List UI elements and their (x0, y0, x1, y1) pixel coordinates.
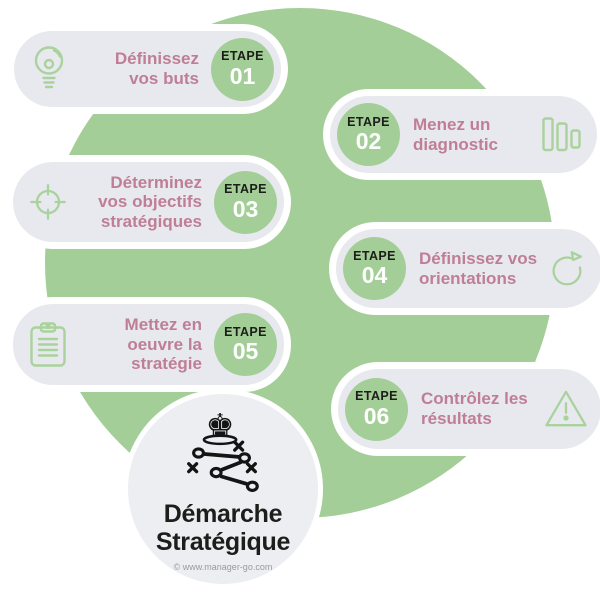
etape-number: 03 (232, 195, 259, 222)
target-icon (25, 181, 71, 223)
step-title: Déterminez vos objectifs stratégiques (98, 172, 202, 231)
step-card-01: Définissez vos buts ETAPE 01 (14, 31, 281, 107)
etape-number: 01 (229, 62, 256, 89)
step-title: Définissez vos orientations (419, 248, 538, 288)
etape-label: ETAPE (224, 324, 267, 339)
step-badge: ETAPE 03 (214, 170, 277, 234)
step-card-04: ETAPE 04 Définissez vos orientations (336, 229, 600, 308)
svg-text:♚: ♚ (206, 407, 235, 444)
step-badge: ETAPE 02 (337, 103, 400, 166)
etape-number: 05 (232, 338, 259, 365)
center-medallion: ♚ Démarche Stratégique © www.manager-go.… (128, 394, 318, 584)
bar-chart-icon (539, 116, 585, 153)
step-card-05: Mettez en oeuvre la stratégie ETAPE 05 (13, 304, 284, 385)
etape-number: 04 (361, 262, 388, 289)
chess-strategy-icon: ♚ (187, 407, 259, 492)
etape-label: ETAPE (355, 389, 398, 404)
step-badge: ETAPE 01 (211, 37, 274, 101)
etape-number: 02 (355, 128, 382, 155)
etape-number: 06 (363, 402, 390, 429)
etape-label: ETAPE (221, 49, 264, 64)
center-title: Démarche Stratégique (155, 500, 291, 556)
step-badge: ETAPE 04 (343, 237, 406, 300)
etape-label: ETAPE (353, 248, 396, 263)
warning-triangle-icon (543, 389, 589, 429)
copyright: © www.manager-go.com (173, 562, 273, 572)
etape-label: ETAPE (347, 114, 390, 129)
step-badge: ETAPE 06 (345, 377, 408, 441)
step-card-06: ETAPE 06 Contrôlez les résultats (338, 369, 600, 449)
step-title: Contrôlez les résultats (421, 389, 528, 428)
step-title: Menez un diagnostic (413, 114, 499, 154)
circular-arrow-icon (544, 248, 590, 290)
step-title: Définissez vos buts (114, 49, 199, 88)
step-card-02: ETAPE 02 Menez un diagnostic (330, 96, 597, 173)
step-card-03: Déterminez vos objectifs stratégiques ET… (13, 162, 284, 242)
lightbulb-icon (26, 44, 72, 94)
step-badge: ETAPE 05 (214, 313, 277, 376)
step-title: Mettez en oeuvre la stratégie (124, 315, 202, 374)
etape-label: ETAPE (224, 182, 267, 197)
clipboard-icon (25, 321, 71, 368)
